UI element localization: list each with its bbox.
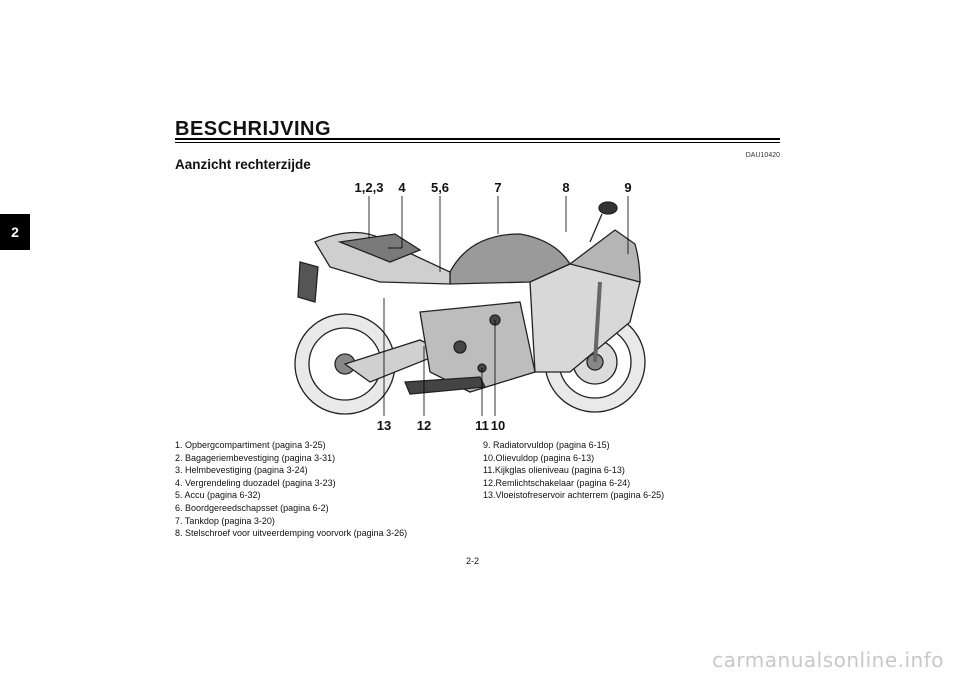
legend-item: 12.Remlichtschakelaar (pagina 6-24): [483, 477, 631, 488]
title-rule-thin: [175, 142, 780, 143]
motorcycle-figure: 1,2,3 4 5,6 7 8 9 13 12 11 10: [270, 172, 670, 440]
legend-item: 9. Radiatorvuldop (pagina 6-15): [483, 440, 610, 450]
callout-11: 11: [475, 418, 489, 433]
watermark: carmanualsonline.info: [712, 648, 944, 672]
page-title: BESCHRIJVING: [175, 118, 332, 140]
legend-item: 6. Boordgereedschapsset (pagina 6-2): [175, 502, 329, 513]
legend-item: 5. Accu (pagina 6-32): [175, 490, 261, 501]
document-code: DAU10420: [745, 152, 780, 159]
legend-left: 1. Opbergcompartiment (pagina 3-25) 2. B…: [175, 439, 407, 540]
legend-item: 10.Olievuldop (pagina 6-13): [483, 452, 595, 463]
legend-item: 2. Bagageriembevestiging (pagina 3-31): [175, 452, 336, 463]
legend-item: 1. Opbergcompartiment (pagina 3-25): [175, 440, 326, 450]
callout-1-2-3: 1,2,3: [354, 180, 384, 195]
legend-item: 3. Helmbevestiging (pagina 3-24): [175, 465, 308, 476]
callout-7: 7: [494, 180, 502, 195]
legend-item: 4. Vergrendeling duozadel (pagina 3-23): [175, 477, 336, 488]
callout-4: 4: [398, 180, 406, 195]
callout-13: 13: [376, 418, 392, 433]
callout-12: 12: [416, 418, 432, 433]
legend-item: 8. Stelschroef voor uitveerdemping voorv…: [175, 528, 408, 539]
chapter-tab: 2: [0, 214, 30, 250]
legend-item: 7. Tankdop (pagina 3-20): [175, 515, 275, 526]
callout-9: 9: [624, 180, 632, 195]
callout-5-6: 5,6: [430, 180, 450, 195]
motorcycle-illustration: [294, 196, 646, 416]
title-rule-thick: [175, 138, 780, 140]
callout-10: 10: [490, 418, 506, 433]
legend-item: 11.Kijkglas olieniveau (pagina 6-13): [483, 465, 625, 476]
legend-right: 9. Radiatorvuldop (pagina 6-15) 10.Oliev…: [483, 439, 664, 502]
section-subtitle: Aanzicht rechterzijde: [175, 157, 311, 172]
callout-8: 8: [562, 180, 570, 195]
legend-item: 13.Vloeistofreservoir achterrem (pagina …: [483, 490, 665, 501]
page-number: 2-2: [466, 556, 480, 566]
